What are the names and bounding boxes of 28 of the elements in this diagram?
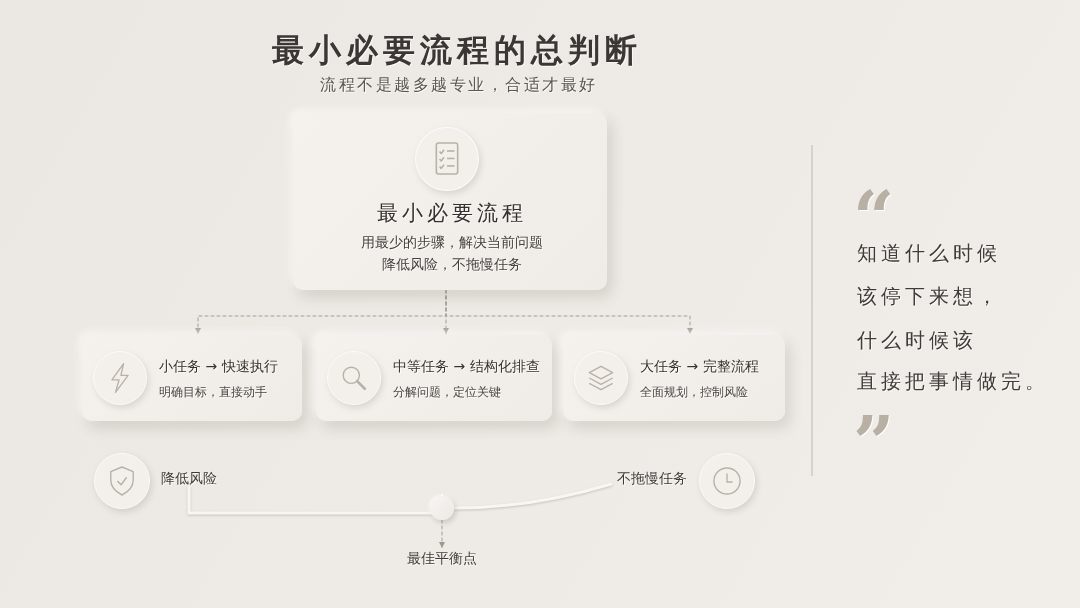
quote-text: 直接把事情做完。	[857, 368, 1049, 395]
quote-text: 知道什么时候	[857, 240, 1001, 267]
quote-mark: “	[853, 182, 895, 213]
balance-curve	[452, 482, 613, 510]
task-card	[316, 335, 552, 421]
connector-arrow	[439, 519, 445, 549]
card-title: 中等任务 → 结构化排查	[393, 357, 540, 376]
task-card	[82, 335, 302, 421]
card-description: 明确目标，直接动手	[159, 384, 267, 400]
card-title: 小任务 → 快速执行	[159, 357, 278, 376]
card-description: 用最少的步骤，解决当前问题	[361, 233, 543, 251]
connector-arrow	[445, 289, 693, 335]
quote-text: 什么时候该	[857, 327, 977, 354]
quote-mark: ”	[853, 407, 895, 438]
card-title: 最小必要流程	[377, 200, 527, 226]
balance-label: 不拖慢任务	[617, 469, 687, 487]
balance-label: 最佳平衡点	[407, 549, 477, 567]
card-title: 大任务 → 完整流程	[640, 357, 759, 376]
balance-label: 降低风险	[161, 469, 217, 487]
card-description: 分解问题，定位关键	[393, 384, 501, 400]
title: 最小必要流程的总判断	[272, 30, 642, 70]
subtitle: 流程不是越多越专业，合适才最好	[320, 74, 598, 96]
card-description: 全面规划，控制风险	[640, 384, 748, 400]
card-description: 降低风险，不拖慢任务	[382, 255, 522, 273]
quote-text: 该停下来想，	[857, 283, 1001, 310]
slider-knob	[430, 496, 454, 520]
balance-curve	[187, 485, 444, 515]
task-card	[563, 335, 785, 421]
